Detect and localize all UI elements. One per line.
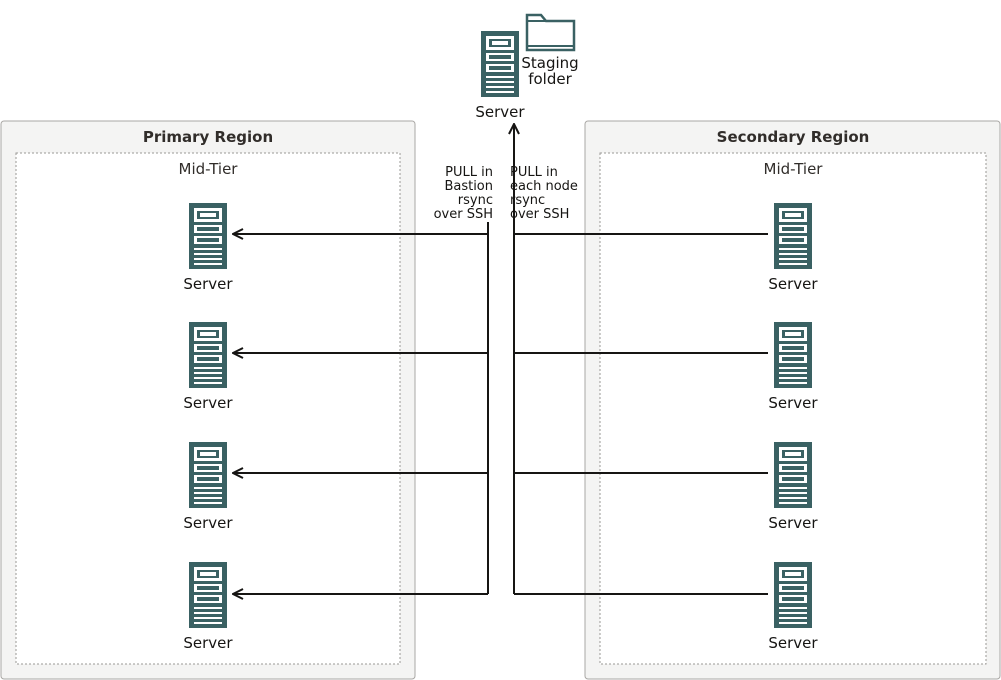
primary-pull-flow	[233, 222, 489, 594]
primary-region-title: Primary Region	[143, 128, 273, 146]
secondary-server-2-label: Server	[768, 394, 818, 412]
secondary-server-3-label: Server	[768, 514, 818, 532]
secondary-note-line3: rsync	[510, 193, 545, 208]
secondary-server-4: Server	[768, 562, 818, 652]
server-icon	[774, 442, 812, 508]
server-icon	[481, 31, 519, 97]
primary-server-4-label: Server	[183, 634, 233, 652]
secondary-pull-note: PULL in each node rsync over SSH	[510, 165, 578, 222]
server-icon	[774, 562, 812, 628]
secondary-note-line1: PULL in	[510, 165, 558, 180]
secondary-note-line2: each node	[510, 179, 578, 194]
secondary-pull-flow	[514, 124, 768, 595]
primary-server-4: Server	[183, 562, 233, 652]
staging-folder: Staging folder	[521, 13, 579, 88]
secondary-server-1-label: Server	[768, 275, 818, 293]
secondary-region-title: Secondary Region	[717, 128, 870, 146]
primary-server-3-label: Server	[183, 514, 233, 532]
server-icon	[189, 442, 227, 508]
primary-note-line4: over SSH	[434, 207, 493, 222]
secondary-server-3: Server	[768, 442, 818, 532]
primary-pull-note: PULL in Bastion rsync over SSH	[434, 165, 493, 222]
staging-folder-label-line1: Staging	[521, 54, 578, 72]
secondary-mid-tier-title: Mid-Tier	[764, 160, 824, 178]
server-icon	[189, 322, 227, 388]
server-icon	[774, 322, 812, 388]
server-icon	[189, 562, 227, 628]
primary-note-line2: Bastion	[444, 179, 493, 194]
primary-mid-tier-title: Mid-Tier	[179, 160, 239, 178]
secondary-note-line4: over SSH	[510, 207, 569, 222]
primary-note-line3: rsync	[458, 193, 493, 208]
secondary-region: Secondary Region Mid-Tier Server Server …	[584, 120, 1001, 680]
primary-server-2-label: Server	[183, 394, 233, 412]
primary-region: Primary Region Mid-Tier Server Server Se…	[0, 120, 416, 680]
primary-server-1: Server	[183, 203, 233, 293]
server-icon	[189, 203, 227, 269]
staging-server: Server	[475, 31, 525, 121]
staging-server-label: Server	[475, 103, 525, 121]
primary-server-3: Server	[183, 442, 233, 532]
secondary-server-1: Server	[768, 203, 818, 293]
server-icon	[774, 203, 812, 269]
staging-folder-label-line2: folder	[528, 70, 572, 88]
folder-icon	[525, 13, 576, 52]
secondary-server-4-label: Server	[768, 634, 818, 652]
primary-server-2: Server	[183, 322, 233, 412]
primary-server-1-label: Server	[183, 275, 233, 293]
primary-note-line1: PULL in	[445, 165, 493, 180]
secondary-server-2: Server	[768, 322, 818, 412]
